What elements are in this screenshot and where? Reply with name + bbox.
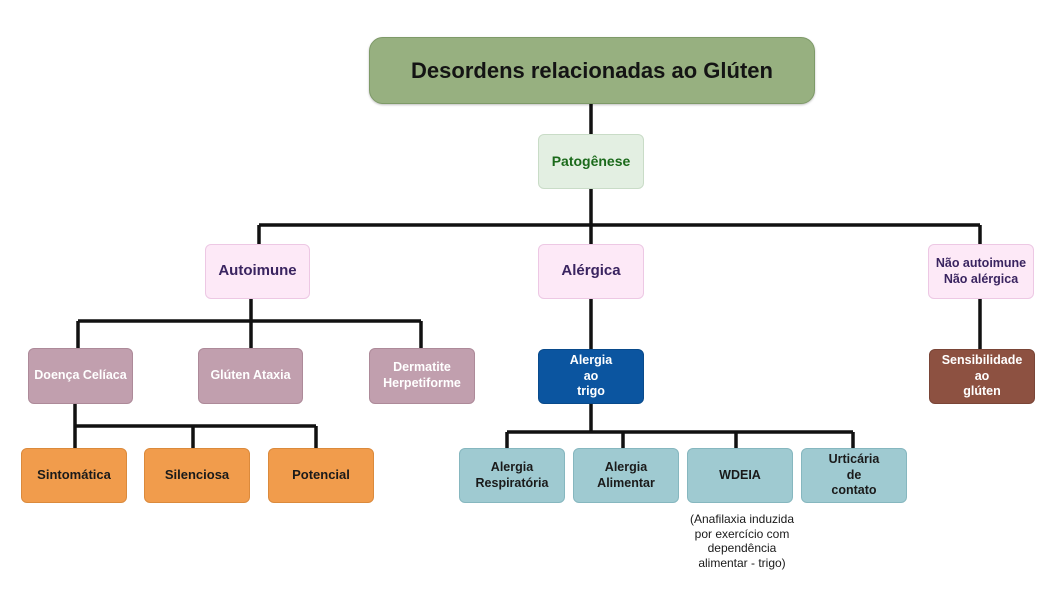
node-alergia-respiratoria: Alergia Respiratória xyxy=(459,448,565,503)
node-patogenese: Patogênese xyxy=(538,134,644,189)
node-autoimune: Autoimune xyxy=(205,244,310,299)
node-alergia-alimentar: Alergia Alimentar xyxy=(573,448,679,503)
node-dermatite-herpetiforme: Dermatite Herpetiforme xyxy=(369,348,475,404)
node-wdeia: WDEIA xyxy=(687,448,793,503)
node-silenciosa: Silenciosa xyxy=(144,448,250,503)
node-doenca-celiaca: Doença Celíaca xyxy=(28,348,133,404)
node-sensibilidade-gluten: Sensibilidade ao glúten xyxy=(929,349,1035,404)
diagram-title: Desordens relacionadas ao Glúten xyxy=(369,37,815,104)
node-nao-autoimune: Não autoimune Não alérgica xyxy=(928,244,1034,299)
node-potencial: Potencial xyxy=(268,448,374,503)
node-alergica: Alérgica xyxy=(538,244,644,299)
node-alergia-trigo: Alergia ao trigo xyxy=(538,349,644,404)
node-urticaria-contato: Urticária de contato xyxy=(801,448,907,503)
node-gluten-ataxia: Glúten Ataxia xyxy=(198,348,303,404)
wdeia-note: (Anafilaxia induzida por exercício com d… xyxy=(689,512,795,570)
node-sintomatica: Sintomática xyxy=(21,448,127,503)
